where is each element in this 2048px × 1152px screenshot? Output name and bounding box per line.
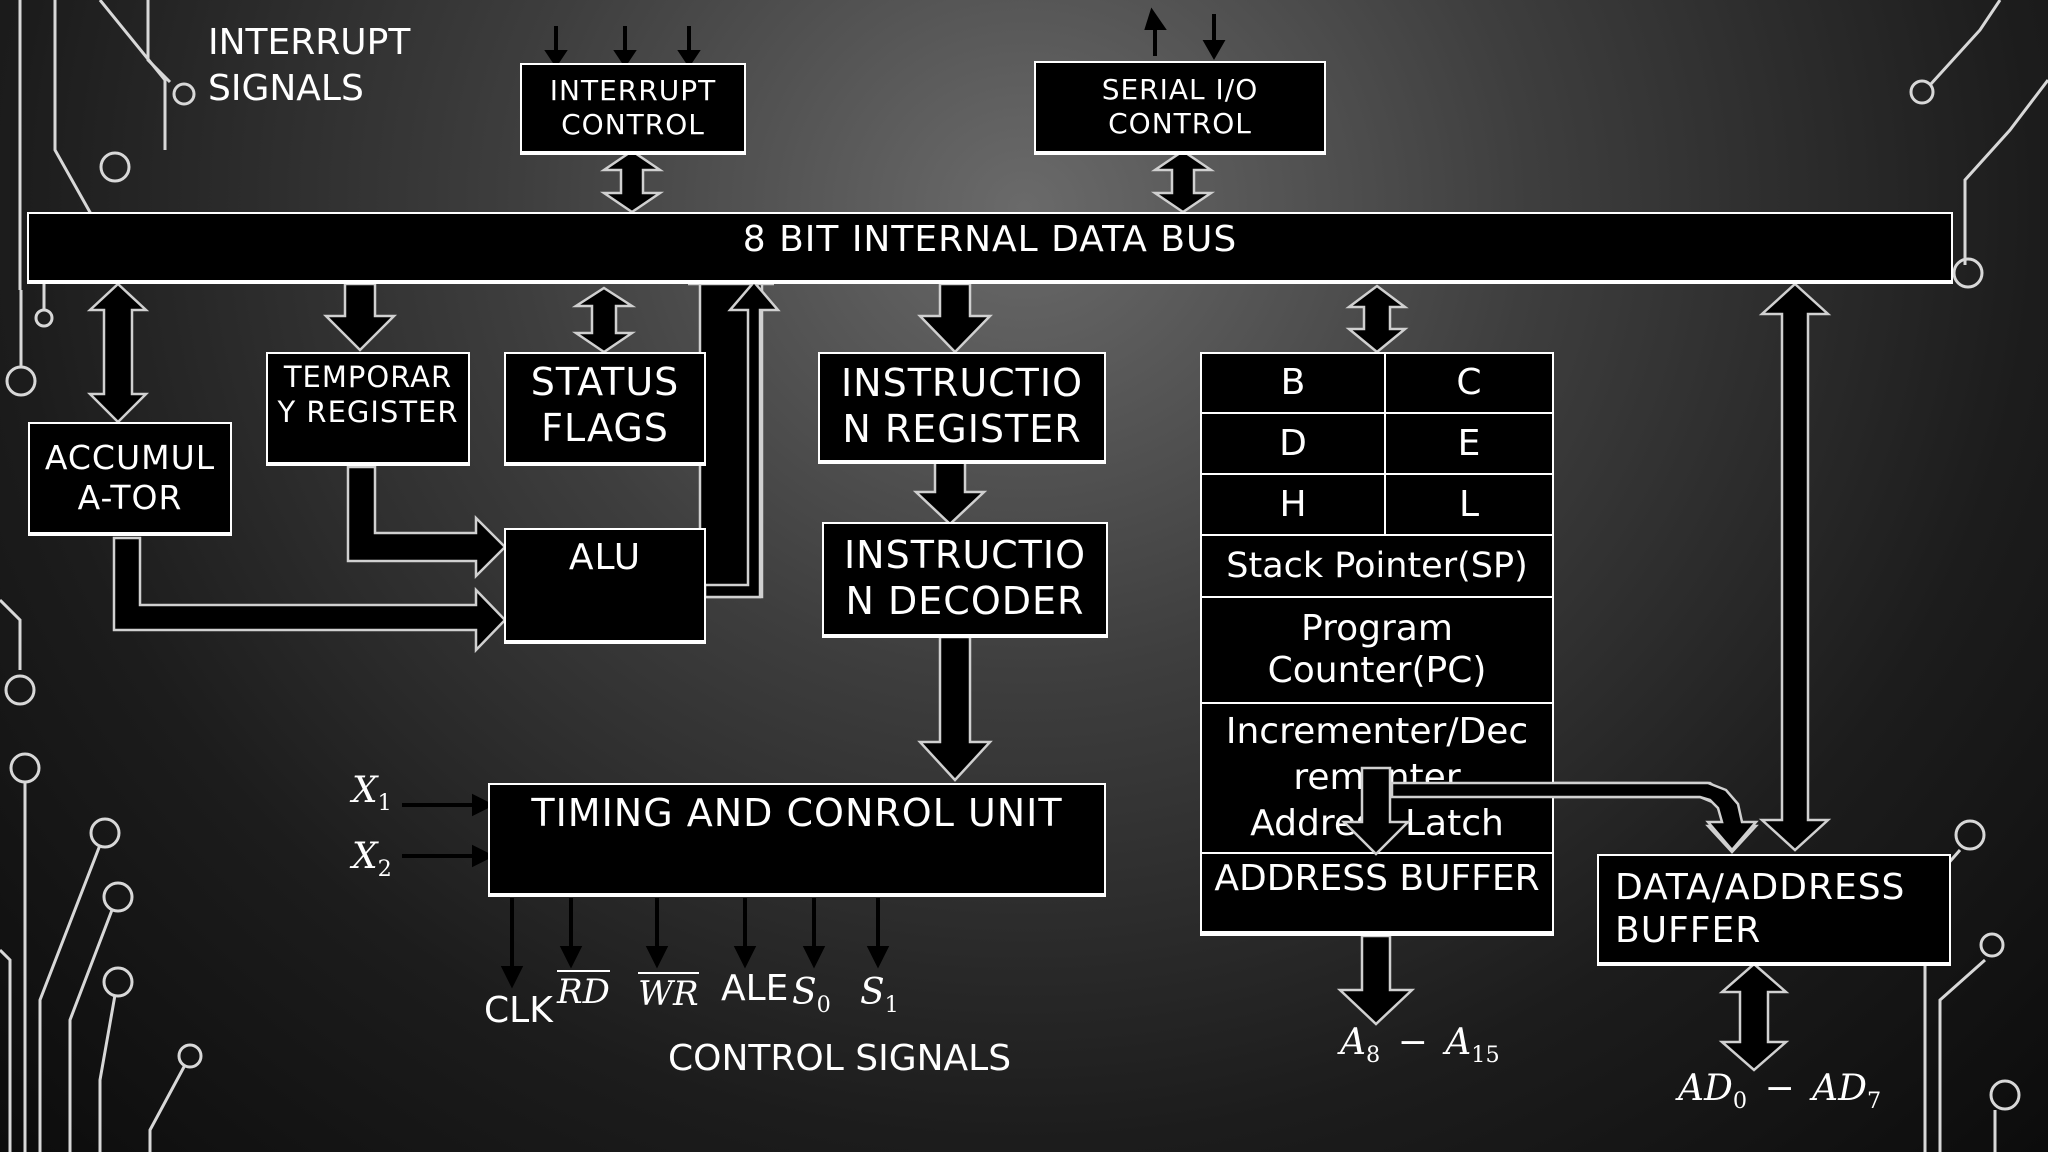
- register-d: D: [1200, 412, 1386, 476]
- instruction-register-box: INSTRUCTIO N REGISTER: [818, 352, 1106, 464]
- program-counter-line1: Program: [1301, 608, 1453, 650]
- incrementer-line2: rementer: [1293, 757, 1461, 799]
- register-array: B C D E H L Stack Pointer(SP) Program Co…: [1200, 351, 1555, 936]
- status-flags-box: STATUS FLAGS: [504, 352, 706, 466]
- incrementer-line3: Address Latch: [1250, 803, 1504, 845]
- instruction-register-line2: N REGISTER: [842, 407, 1082, 451]
- thin-arrows: [402, 7, 1226, 989]
- x1-input-label: X1: [352, 770, 392, 817]
- interrupt-control-box: INTERRUPT CONTROL: [520, 63, 746, 155]
- serial-io-control-box: SERIAL I/O CONTROL: [1034, 61, 1326, 155]
- internal-data-bus: 8 BIT INTERNAL DATA BUS: [27, 212, 1953, 284]
- accumulator-box: ACCUMUL A-TOR: [28, 422, 232, 536]
- register-h: H: [1200, 473, 1386, 537]
- address-buffer-cell: ADDRESS BUFFER: [1200, 852, 1554, 935]
- clk-signal-label: CLK: [484, 990, 553, 1031]
- program-counter-cell: Program Counter(PC): [1200, 595, 1554, 704]
- accumulator-line1: ACCUMUL: [44, 438, 216, 478]
- data-address-buffer-line1: DATA/ADDRESS: [1615, 866, 1906, 908]
- register-l: L: [1383, 473, 1555, 537]
- register-c: C: [1383, 351, 1555, 415]
- data-address-buffer-box: DATA/ADDRESS BUFFER: [1597, 854, 1951, 966]
- serial-io-line2: CONTROL: [1108, 107, 1252, 140]
- address-high-output-label: A8 − A15: [1340, 1022, 1500, 1069]
- ale-signal-label: ALE: [721, 968, 789, 1009]
- x2-input-label: X2: [352, 836, 392, 883]
- program-counter-line2: Counter(PC): [1267, 649, 1487, 691]
- instruction-register-line1: INSTRUCTIO: [840, 361, 1084, 406]
- register-b: B: [1200, 351, 1386, 415]
- data-address-buffer-line2: BUFFER: [1615, 910, 1762, 951]
- timing-control-unit-label: TIMING AND CONROL UNIT: [531, 791, 1063, 835]
- temporary-register-box: TEMPORAR Y REGISTER: [266, 352, 470, 466]
- accumulator-line2: A-TOR: [77, 478, 183, 517]
- temp-register-line1: TEMPORAR: [283, 360, 453, 394]
- stack-pointer-cell: Stack Pointer(SP): [1200, 534, 1554, 598]
- register-e: E: [1383, 412, 1555, 476]
- status-flags-line1: STATUS: [530, 360, 680, 404]
- status-flags-line2: FLAGS: [541, 405, 669, 450]
- incrementer-address-latch-cell: Incrementer/Dec rementer Address Latch: [1200, 701, 1554, 855]
- rd-signal-label: RD: [557, 970, 610, 1012]
- alu-box: ALU: [504, 528, 706, 644]
- serial-io-line1: SERIAL I/O: [1101, 73, 1259, 107]
- interrupt-signals-line1: INTERRUPT: [208, 22, 411, 63]
- instruction-decoder-line2: N DECODER: [845, 579, 1085, 623]
- s1-signal-label: S1: [860, 972, 899, 1019]
- instruction-decoder-line1: INSTRUCTIO: [843, 533, 1087, 578]
- timing-control-unit-box: TIMING AND CONROL UNIT: [488, 783, 1106, 897]
- temp-register-line2: Y REGISTER: [277, 394, 459, 429]
- incrementer-line1: Incrementer/Dec: [1225, 711, 1529, 753]
- alu-label: ALU: [568, 537, 642, 578]
- instruction-decoder-box: INSTRUCTIO N DECODER: [822, 522, 1108, 638]
- control-signals-caption: CONTROL SIGNALS: [668, 1038, 1012, 1079]
- interrupt-signals-label: INTERRUPT SIGNALS: [208, 20, 410, 112]
- s0-signal-label: S0: [792, 972, 831, 1019]
- interrupt-signals-line2: SIGNALS: [208, 68, 364, 109]
- interrupt-control-line1: INTERRUPT: [549, 74, 717, 108]
- block-arrows: [86, 149, 1832, 1072]
- interrupt-control-line2: CONTROL: [561, 108, 705, 141]
- internal-data-bus-label: 8 BIT INTERNAL DATA BUS: [742, 219, 1238, 261]
- wr-signal-label: WR: [638, 972, 699, 1014]
- address-data-output-label: AD0 − AD7: [1678, 1068, 1882, 1115]
